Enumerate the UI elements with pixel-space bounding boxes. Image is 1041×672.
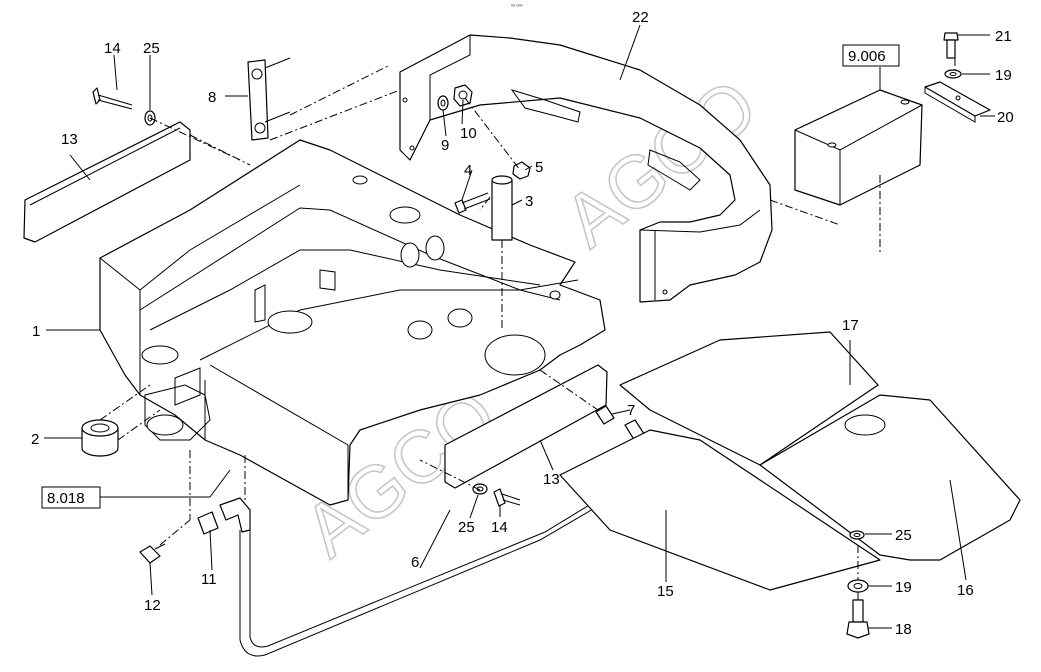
callout-21: 21	[995, 28, 1012, 45]
cover-plate-13-left	[23, 121, 191, 243]
callout-19-bottom: 19	[895, 579, 912, 596]
callout-18: 18	[895, 621, 912, 638]
pin-3	[491, 175, 513, 241]
leader-lines	[44, 24, 995, 629]
callout-10: 10	[460, 125, 477, 142]
reference-9006: 9.006	[842, 44, 900, 67]
callout-9: 9	[441, 137, 449, 154]
callout-1: 1	[32, 323, 40, 340]
bolt-21	[943, 32, 959, 59]
callout-4: 4	[464, 162, 472, 179]
callout-12: 12	[144, 597, 161, 614]
callout-5: 5	[535, 159, 543, 176]
floor-plate-16	[759, 394, 1021, 561]
clamp-bar-20	[924, 81, 991, 123]
bolt-14-top	[92, 87, 133, 110]
bolt-4	[454, 192, 491, 214]
callout-14-top: 14	[104, 40, 121, 57]
callout-16: 16	[957, 582, 974, 599]
callout-6: 6	[411, 554, 419, 571]
callout-20: 20	[997, 109, 1014, 126]
reference-9006-label: 9.006	[848, 48, 886, 65]
washer-25-right	[849, 530, 865, 540]
floor-plate-15	[559, 429, 881, 591]
reference-8018: 8.018	[41, 486, 101, 509]
bolt-18	[846, 599, 870, 639]
callout-14-bottom: 14	[491, 519, 508, 536]
callout-19-top: 19	[995, 67, 1012, 84]
callout-2: 2	[31, 431, 39, 448]
assembly-lines	[99, 58, 956, 600]
bracket-8	[247, 57, 291, 141]
callout-17: 17	[842, 317, 859, 334]
callout-25-top: 25	[143, 40, 160, 57]
floor-plate-17	[619, 331, 879, 466]
callouts: 1 2 3 4 5 6 7 8 9 10 11 12 13 13 14 14 1…	[31, 9, 1014, 638]
fitting-12	[139, 543, 166, 564]
callout-15: 15	[657, 583, 674, 600]
fitting-11	[197, 497, 251, 535]
callout-13-right: 13	[543, 471, 560, 488]
callout-3: 3	[525, 193, 533, 210]
bushing-2	[81, 419, 119, 457]
washer-9	[437, 95, 449, 111]
callout-25-bottom: 25	[458, 519, 475, 536]
counterweight-22	[399, 34, 773, 303]
bolt-14-bottom	[493, 488, 521, 507]
main-frame-1	[99, 139, 606, 506]
battery	[794, 89, 923, 206]
callout-11: 11	[201, 571, 217, 588]
header-mark: ⁰⁰ ⁰⁰⁰	[511, 4, 522, 10]
callout-8: 8	[208, 89, 216, 106]
washer-25-bottom	[472, 483, 488, 495]
cover-plate-13-right	[444, 364, 608, 489]
callout-13-left: 13	[61, 131, 78, 148]
washer-19-bottom	[847, 579, 869, 593]
callout-25-right: 25	[895, 527, 912, 544]
callout-22: 22	[632, 9, 649, 26]
washer-19-top	[944, 69, 962, 79]
reference-8018-label: 8.018	[47, 490, 85, 507]
callout-7: 7	[627, 402, 635, 419]
